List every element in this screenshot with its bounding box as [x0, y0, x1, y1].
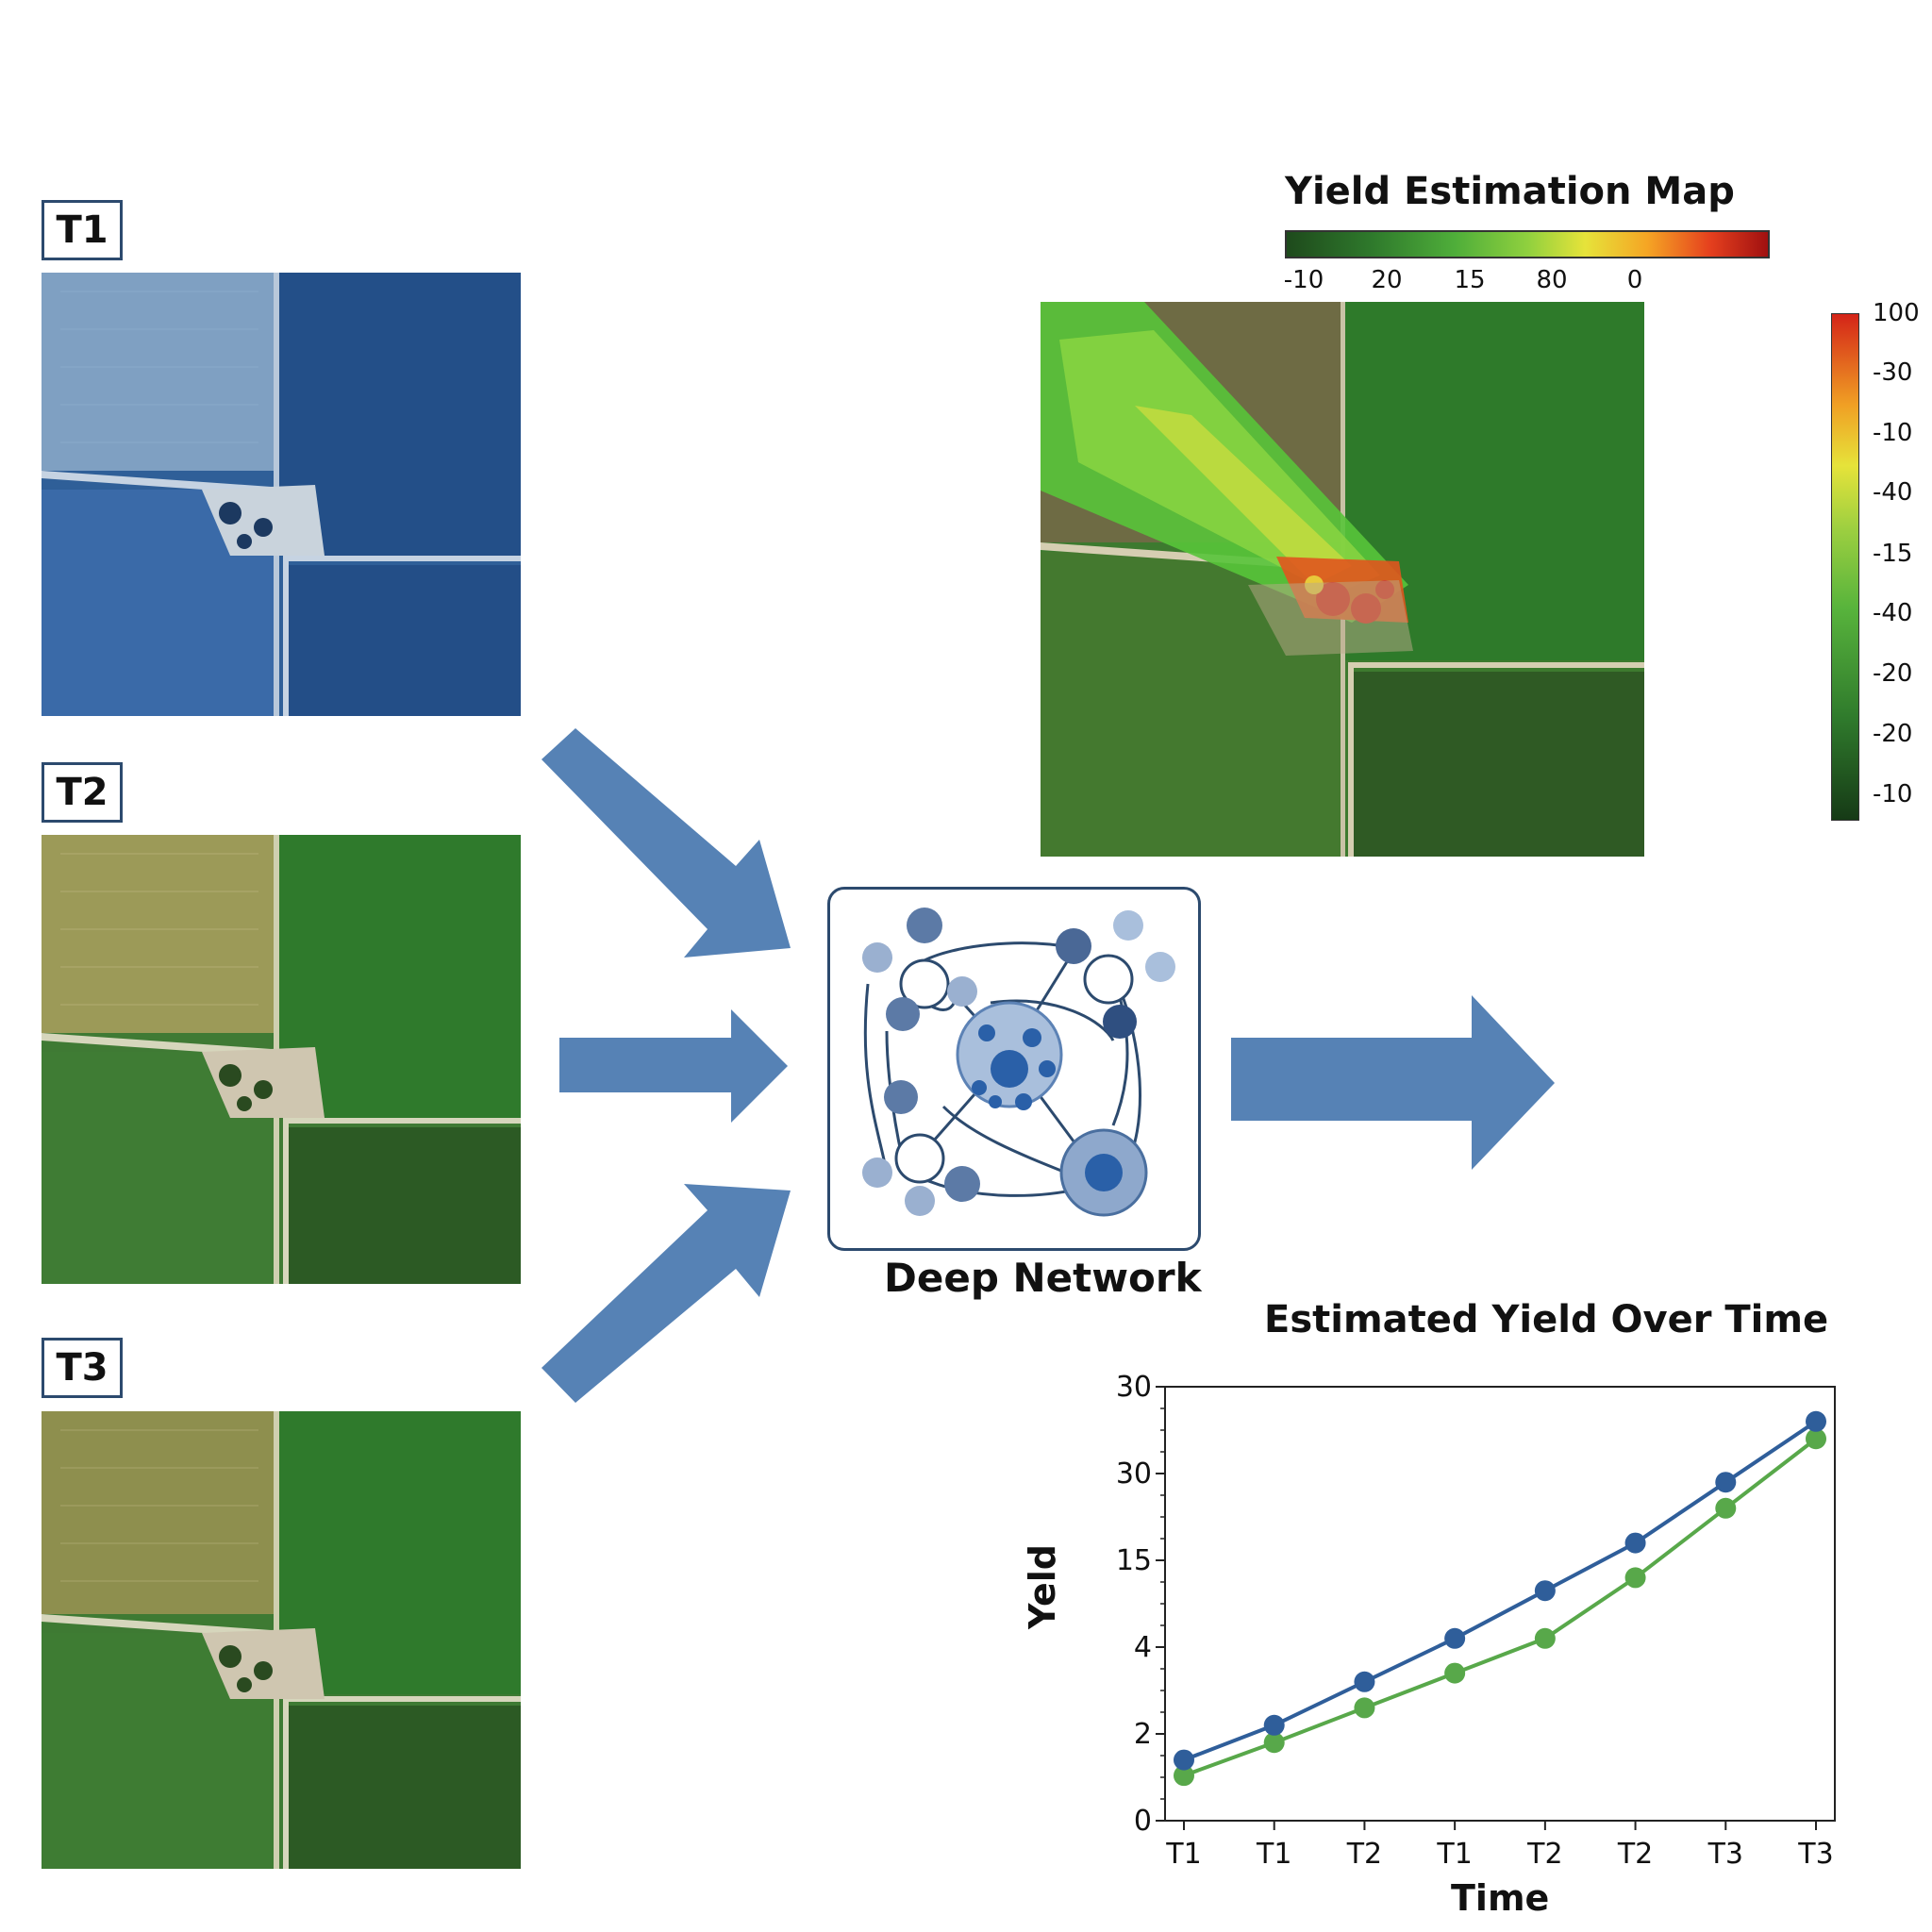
series-point	[1806, 1410, 1826, 1432]
series-point	[1715, 1472, 1737, 1493]
side-colorbar-tick: -20	[1873, 659, 1913, 688]
x-tick-label: T1	[1256, 1838, 1291, 1871]
series-point	[1174, 1749, 1194, 1771]
x-tick-label: T2	[1617, 1838, 1653, 1871]
y-tick-label: 30	[1116, 1457, 1152, 1491]
chart-ylabel: Yeld	[1022, 1543, 1064, 1630]
x-tick-label: T3	[1797, 1838, 1833, 1871]
y-tick-label: 4	[1134, 1631, 1152, 1664]
y-tick-label: 30	[1116, 1371, 1152, 1404]
side-colorbar-tick: -10	[1873, 419, 1913, 447]
top-colorbar-tick: 20	[1371, 266, 1403, 294]
x-tick-label: T3	[1707, 1838, 1743, 1871]
side-colorbar-tick: -10	[1873, 780, 1913, 808]
top-colorbar	[1285, 230, 1770, 258]
series-point	[1534, 1580, 1556, 1602]
arrow-network-to-outputs	[1231, 995, 1555, 1170]
x-tick-label: T1	[1165, 1838, 1201, 1871]
series-point	[1806, 1428, 1826, 1450]
t1-label: T1	[42, 200, 123, 260]
arrow-t1-to-network	[541, 728, 791, 958]
series-point	[1354, 1697, 1375, 1719]
plot-frame	[1164, 1386, 1836, 1822]
top-colorbar-tick: 15	[1454, 266, 1486, 294]
series-point	[1715, 1497, 1737, 1519]
chart-title: Estimated Yield Over Time	[1264, 1298, 1829, 1341]
series-line	[1183, 1420, 1818, 1762]
x-tick-label: T2	[1526, 1838, 1562, 1871]
network-graph-icon	[862, 908, 1175, 1217]
series-point	[1624, 1567, 1646, 1589]
top-colorbar-tick: 0	[1626, 266, 1643, 294]
series-line	[1183, 1437, 1818, 1778]
top-colorbar-tick: 80	[1536, 266, 1568, 294]
series-point	[1534, 1627, 1556, 1649]
x-tick-label: T1	[1436, 1838, 1472, 1871]
series-point	[1624, 1532, 1646, 1554]
t2-label: T2	[42, 762, 123, 823]
series-point	[1263, 1714, 1285, 1736]
series-point	[1444, 1627, 1466, 1649]
series-point	[1444, 1662, 1466, 1684]
arrow-t3-to-network	[541, 1184, 791, 1403]
deep-network-label: Deep Network	[884, 1255, 1202, 1301]
side-colorbar-tick: -40	[1873, 478, 1913, 507]
side-colorbar-tick: 100	[1873, 299, 1920, 327]
chart-xlabel: Time	[1451, 1877, 1550, 1919]
deep-network-box	[827, 887, 1201, 1251]
map-title: Yield Estimation Map	[1285, 170, 1735, 213]
x-tick-label: T2	[1346, 1838, 1382, 1871]
t3-satellite-image	[42, 1411, 521, 1869]
y-tick-label: 2	[1134, 1718, 1152, 1751]
side-colorbar	[1831, 313, 1859, 821]
top-colorbar-tick: -10	[1283, 266, 1324, 294]
y-tick-label: 0	[1134, 1805, 1152, 1838]
t3-label: T3	[42, 1338, 123, 1398]
series-point	[1174, 1765, 1194, 1787]
side-colorbar-tick: -40	[1873, 599, 1913, 627]
yield-estimation-map-image	[1041, 302, 1644, 857]
series-point	[1263, 1732, 1285, 1754]
side-colorbar-tick: -15	[1873, 540, 1913, 568]
side-colorbar-tick: -20	[1873, 720, 1913, 748]
t1-satellite-image	[42, 273, 521, 716]
side-colorbar-tick: -30	[1873, 358, 1913, 387]
arrow-t2-to-network	[559, 1009, 788, 1123]
y-tick-label: 15	[1116, 1544, 1152, 1577]
series-point	[1354, 1671, 1375, 1692]
t2-satellite-image	[42, 835, 521, 1284]
